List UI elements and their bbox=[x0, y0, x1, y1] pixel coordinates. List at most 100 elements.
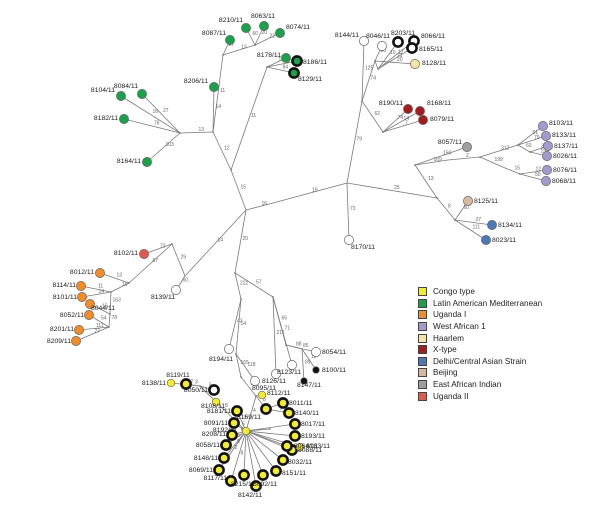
node-circle[interactable] bbox=[311, 347, 321, 357]
isolate-node[interactable] bbox=[84, 310, 94, 320]
isolate-node[interactable] bbox=[283, 407, 295, 419]
node-circle[interactable] bbox=[166, 378, 176, 388]
isolate-node[interactable] bbox=[281, 440, 293, 452]
isolate-node[interactable] bbox=[208, 384, 220, 396]
isolate-node[interactable] bbox=[277, 397, 289, 409]
node-circle[interactable] bbox=[211, 397, 221, 407]
node-circle[interactable] bbox=[542, 151, 552, 161]
isolate-node[interactable] bbox=[542, 151, 552, 161]
node-circle[interactable] bbox=[344, 235, 354, 245]
isolate-node[interactable] bbox=[541, 176, 551, 186]
node-circle[interactable] bbox=[84, 310, 94, 320]
isolate-node[interactable] bbox=[538, 121, 548, 131]
isolate-node[interactable] bbox=[277, 454, 289, 466]
node-circle[interactable] bbox=[208, 384, 220, 396]
isolate-node[interactable] bbox=[241, 23, 251, 33]
node-circle[interactable] bbox=[209, 82, 219, 92]
node-circle[interactable] bbox=[281, 440, 293, 452]
isolate-node[interactable] bbox=[295, 442, 305, 452]
isolate-node[interactable] bbox=[74, 325, 84, 335]
isolate-node[interactable] bbox=[225, 35, 235, 45]
node-circle[interactable] bbox=[257, 390, 267, 400]
isolate-node[interactable] bbox=[226, 429, 238, 441]
node-circle[interactable] bbox=[359, 36, 369, 46]
node-circle[interactable] bbox=[85, 299, 95, 309]
node-circle[interactable] bbox=[76, 281, 86, 291]
isolate-node[interactable] bbox=[241, 426, 251, 436]
node-circle[interactable] bbox=[218, 452, 230, 464]
node-circle[interactable] bbox=[541, 176, 551, 186]
node-circle[interactable] bbox=[225, 35, 235, 45]
isolate-node[interactable] bbox=[287, 360, 297, 370]
node-circle[interactable] bbox=[241, 426, 251, 436]
node-circle[interactable] bbox=[250, 480, 262, 492]
isolate-node[interactable] bbox=[288, 67, 300, 79]
node-circle[interactable] bbox=[289, 430, 301, 442]
isolate-node[interactable] bbox=[543, 141, 553, 151]
node-circle[interactable] bbox=[291, 55, 303, 67]
isolate-node[interactable] bbox=[271, 369, 281, 379]
node-circle[interactable] bbox=[463, 196, 473, 206]
isolate-node[interactable] bbox=[392, 36, 404, 48]
isolate-node[interactable] bbox=[541, 131, 551, 141]
node-circle[interactable] bbox=[257, 469, 269, 481]
isolate-node[interactable] bbox=[77, 292, 87, 302]
node-circle[interactable] bbox=[312, 366, 320, 374]
node-circle[interactable] bbox=[542, 165, 552, 175]
isolate-node[interactable] bbox=[487, 220, 497, 230]
isolate-node[interactable] bbox=[291, 55, 303, 67]
node-circle[interactable] bbox=[543, 141, 553, 151]
isolate-node[interactable] bbox=[270, 465, 282, 477]
isolate-node[interactable] bbox=[257, 469, 269, 481]
isolate-node[interactable] bbox=[410, 59, 420, 69]
isolate-node[interactable] bbox=[76, 281, 86, 291]
node-circle[interactable] bbox=[137, 89, 147, 99]
node-circle[interactable] bbox=[213, 464, 225, 476]
isolate-node[interactable] bbox=[418, 115, 428, 125]
node-circle[interactable] bbox=[171, 285, 181, 295]
isolate-node[interactable] bbox=[289, 430, 301, 442]
isolate-node[interactable] bbox=[259, 21, 269, 31]
node-circle[interactable] bbox=[241, 23, 251, 33]
isolate-node[interactable] bbox=[213, 464, 225, 476]
node-circle[interactable] bbox=[220, 439, 232, 451]
isolate-node[interactable] bbox=[119, 114, 129, 124]
isolate-node[interactable] bbox=[180, 378, 192, 390]
node-circle[interactable] bbox=[287, 360, 297, 370]
isolate-node[interactable] bbox=[225, 475, 237, 487]
isolate-node[interactable] bbox=[142, 157, 152, 167]
node-circle[interactable] bbox=[289, 418, 301, 430]
isolate-node[interactable] bbox=[406, 42, 418, 54]
node-circle[interactable] bbox=[538, 121, 548, 131]
isolate-node[interactable] bbox=[218, 452, 230, 464]
isolate-node[interactable] bbox=[359, 36, 369, 46]
node-circle[interactable] bbox=[541, 131, 551, 141]
isolate-node[interactable] bbox=[224, 344, 234, 354]
node-circle[interactable] bbox=[277, 454, 289, 466]
isolate-node[interactable] bbox=[415, 106, 425, 116]
node-circle[interactable] bbox=[288, 67, 300, 79]
node-circle[interactable] bbox=[139, 249, 149, 259]
node-circle[interactable] bbox=[260, 403, 272, 415]
node-circle[interactable] bbox=[238, 469, 250, 481]
node-circle[interactable] bbox=[481, 235, 491, 245]
node-circle[interactable] bbox=[142, 157, 152, 167]
isolate-node[interactable] bbox=[260, 403, 272, 415]
isolate-node[interactable] bbox=[166, 378, 176, 388]
node-circle[interactable] bbox=[487, 220, 497, 230]
node-circle[interactable] bbox=[295, 442, 305, 452]
isolate-node[interactable] bbox=[250, 376, 260, 386]
node-circle[interactable] bbox=[406, 42, 418, 54]
node-circle[interactable] bbox=[415, 106, 425, 116]
isolate-node[interactable] bbox=[211, 397, 221, 407]
node-circle[interactable] bbox=[418, 115, 428, 125]
isolate-node[interactable] bbox=[95, 268, 105, 278]
isolate-node[interactable] bbox=[403, 104, 413, 114]
isolate-node[interactable] bbox=[250, 480, 262, 492]
isolate-node[interactable] bbox=[311, 347, 321, 357]
isolate-node[interactable] bbox=[137, 89, 147, 99]
isolate-node[interactable] bbox=[300, 377, 308, 385]
isolate-node[interactable] bbox=[139, 249, 149, 259]
node-circle[interactable] bbox=[271, 369, 281, 379]
node-circle[interactable] bbox=[77, 292, 87, 302]
